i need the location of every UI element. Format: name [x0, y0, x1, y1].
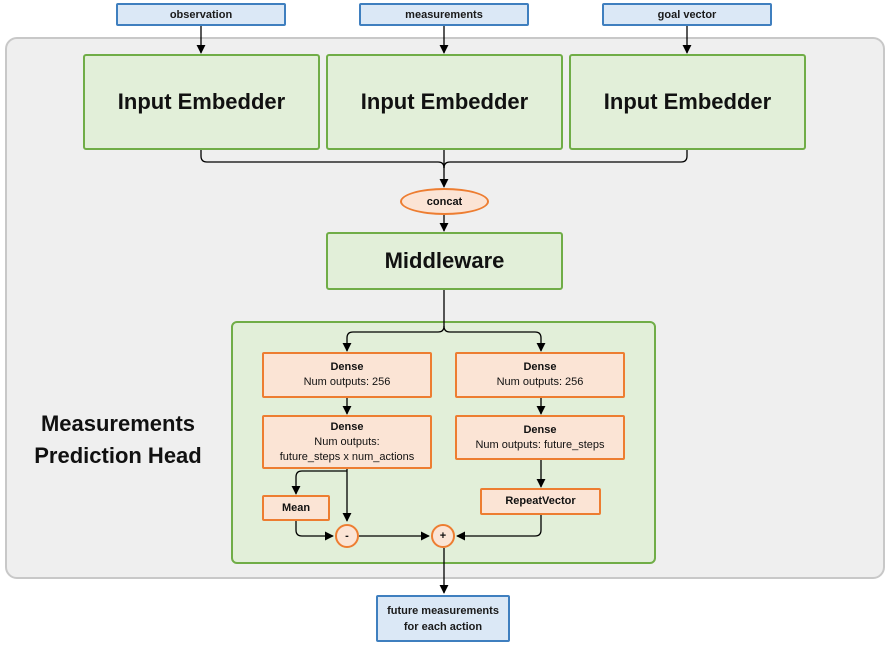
- input-embedder-measurements: Input Embedder: [326, 54, 563, 150]
- dense-title: Dense: [330, 361, 364, 373]
- dense-detail-line1: Num outputs:: [314, 435, 380, 448]
- output-label-line2: for each action: [403, 620, 483, 633]
- input-embedder-label: Input Embedder: [360, 89, 529, 114]
- observation-input-box: observation: [116, 3, 286, 26]
- prediction-head-title-line2: Prediction Head: [34, 443, 202, 468]
- dense-title: Dense: [523, 361, 557, 373]
- middleware-label: Middleware: [384, 248, 505, 273]
- concat-node: concat: [400, 188, 489, 215]
- middleware-block: Middleware: [326, 232, 563, 290]
- dense-detail: Num outputs: 256: [496, 376, 584, 388]
- left-dense-future-actions: Dense Num outputs: future_steps x num_ac…: [262, 415, 432, 469]
- repeat-vector-block: RepeatVector: [480, 488, 601, 515]
- add-node: +: [431, 524, 455, 548]
- input-embedder-label: Input Embedder: [603, 89, 772, 114]
- mean-label: Mean: [281, 501, 311, 514]
- minus-sign: -: [345, 530, 349, 542]
- mean-block: Mean: [262, 495, 330, 521]
- input-embedder-goal: Input Embedder: [569, 54, 806, 150]
- input-embedder-observation: Input Embedder: [83, 54, 320, 150]
- dense-title: Dense: [523, 423, 557, 436]
- input-embedder-label: Input Embedder: [117, 89, 286, 114]
- output-label-line1: future measurements: [387, 604, 499, 617]
- dense-detail: Num outputs: future_steps: [475, 438, 605, 451]
- dense-detail: Num outputs: 256: [303, 376, 391, 388]
- right-dense-256: Dense Num outputs: 256: [455, 352, 625, 398]
- future-measurements-output-box: future measurements for each action: [376, 595, 510, 642]
- dense-detail-line2: future_steps x num_actions: [279, 450, 415, 463]
- prediction-head-title-line1: Measurements: [40, 411, 196, 436]
- left-dense-256: Dense Num outputs: 256: [262, 352, 432, 398]
- measurements-input-box: measurements: [359, 3, 529, 26]
- prediction-head-title: Measurements Prediction Head: [18, 408, 218, 472]
- measurements-label: measurements: [405, 8, 483, 21]
- right-dense-future-steps: Dense Num outputs: future_steps: [455, 415, 625, 460]
- goal-vector-input-box: goal vector: [602, 3, 772, 26]
- repeat-vector-label: RepeatVector: [505, 495, 576, 507]
- observation-label: observation: [169, 8, 233, 21]
- goal-vector-label: goal vector: [657, 8, 717, 21]
- subtract-node: -: [335, 524, 359, 548]
- plus-sign: +: [439, 530, 447, 542]
- concat-label: concat: [426, 195, 463, 208]
- dense-title: Dense: [330, 420, 364, 433]
